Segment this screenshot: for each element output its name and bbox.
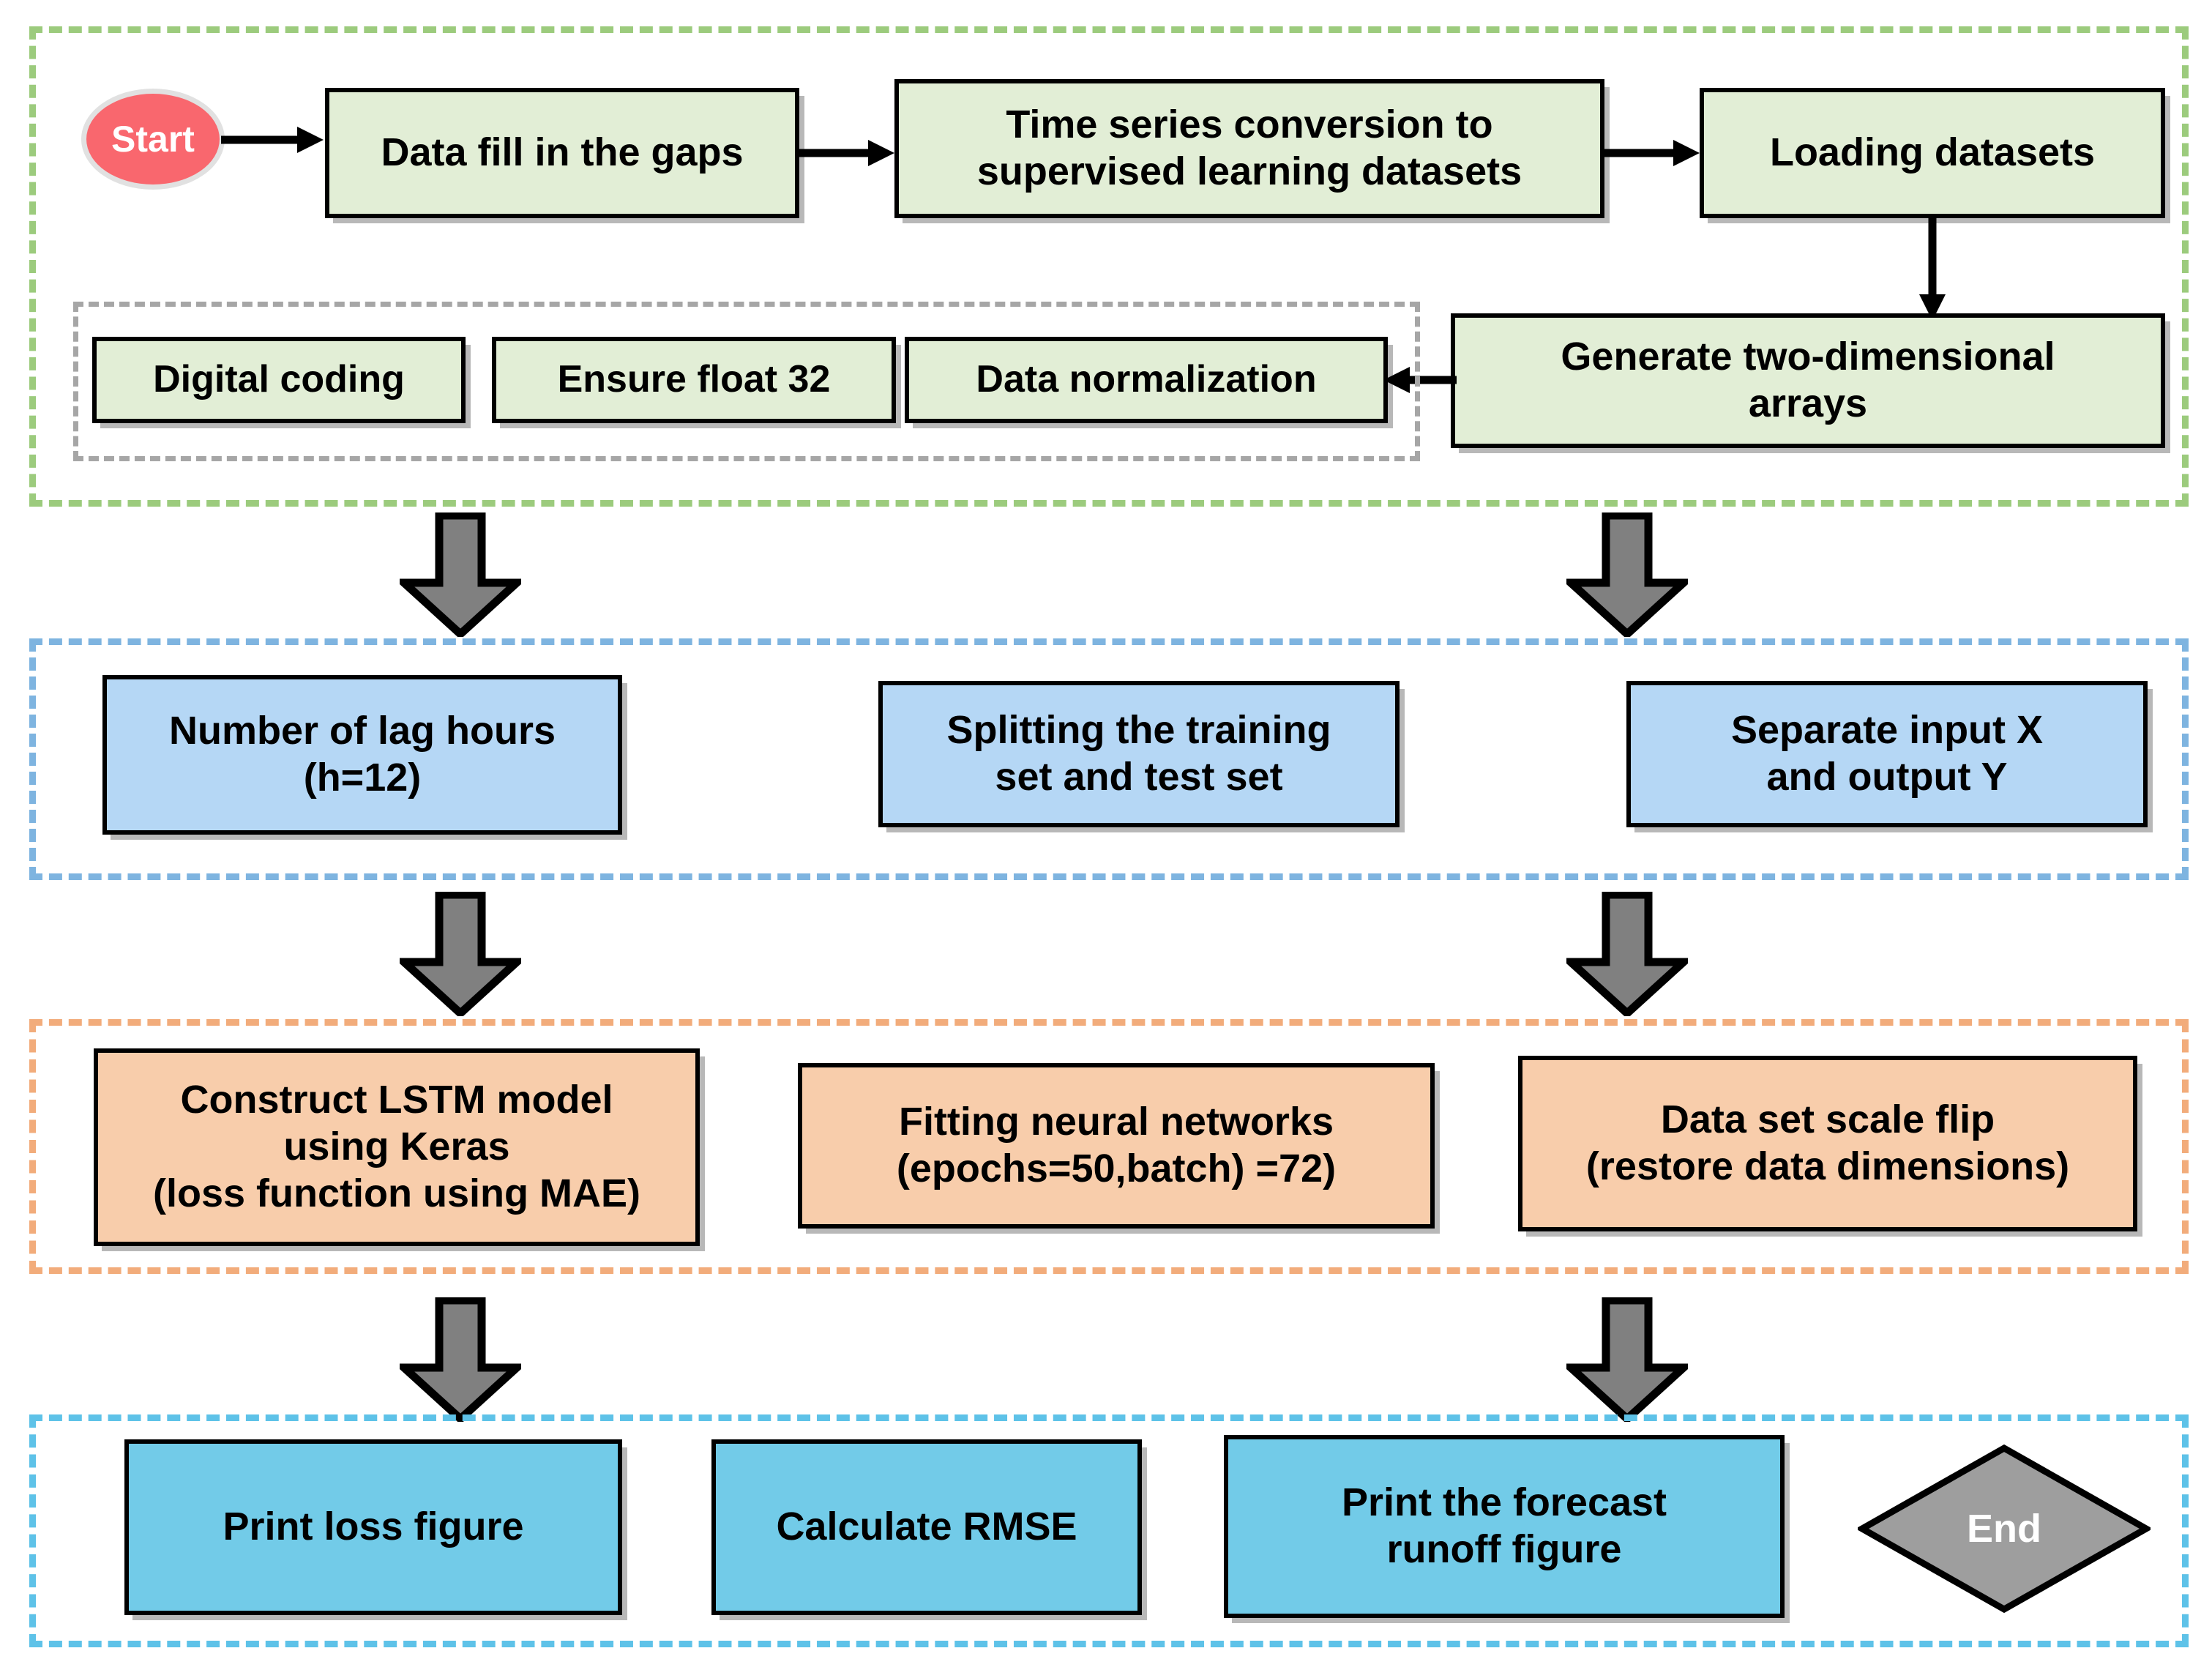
group-dataset-preparation — [29, 638, 2189, 880]
start-terminator[interactable]: Start — [86, 94, 220, 184]
block-arrow-down-right-2 — [1566, 892, 1688, 1016]
block-arrow-down-right-3 — [1566, 1297, 1688, 1422]
box-ensure-float-32[interactable]: Ensure float 32 — [492, 337, 896, 423]
box-number-of-lag-hours[interactable]: Number of lag hours (h=12) — [102, 675, 622, 835]
box-time-series-conversion[interactable]: Time series conversion to supervised lea… — [894, 79, 1604, 218]
arrow-timeseries-to-loading — [1604, 136, 1700, 170]
arrow-start-to-datafill — [221, 123, 324, 157]
box-splitting-train-test[interactable]: Splitting the training set and test set — [878, 681, 1400, 827]
end-label: End — [1967, 1507, 2041, 1551]
box-calculate-rmse[interactable]: Calculate RMSE — [711, 1439, 1142, 1615]
block-arrow-down-left-1 — [400, 512, 521, 637]
box-data-normalization[interactable]: Data normalization — [905, 337, 1388, 423]
box-digital-coding[interactable]: Digital coding — [92, 337, 466, 423]
box-separate-input-output[interactable]: Separate input X and output Y — [1626, 681, 2148, 827]
box-generate-two-dimensional-arrays[interactable]: Generate two-dimensional arrays — [1451, 313, 2165, 448]
group-model-training — [29, 1019, 2189, 1274]
arrow-loading-to-generate — [1915, 218, 1950, 321]
start-label: Start — [111, 119, 195, 160]
block-arrow-down-right-1 — [1566, 512, 1688, 637]
box-print-forecast-runoff-figure[interactable]: Print the forecast runoff figure — [1224, 1435, 1785, 1618]
block-arrow-down-left-3 — [400, 1297, 521, 1422]
group-results-output — [29, 1414, 2189, 1647]
box-data-fill-in-gaps[interactable]: Data fill in the gaps — [325, 88, 799, 218]
box-fitting-neural-networks[interactable]: Fitting neural networks (epochs=50,batch… — [798, 1063, 1435, 1229]
subgroup-normalization-steps — [73, 302, 1420, 461]
arrow-datafill-to-timeseries — [799, 136, 894, 170]
block-arrow-down-left-2 — [400, 892, 521, 1016]
end-terminator[interactable]: End — [1858, 1444, 2151, 1614]
box-print-loss-figure[interactable]: Print loss figure — [124, 1439, 622, 1615]
box-data-set-scale-flip[interactable]: Data set scale flip (restore data dimens… — [1518, 1056, 2137, 1231]
box-loading-datasets[interactable]: Loading datasets — [1700, 88, 2165, 218]
group-data-preprocessing — [29, 26, 2189, 507]
box-construct-lstm-model[interactable]: Construct LSTM model using Keras (loss f… — [94, 1048, 700, 1246]
